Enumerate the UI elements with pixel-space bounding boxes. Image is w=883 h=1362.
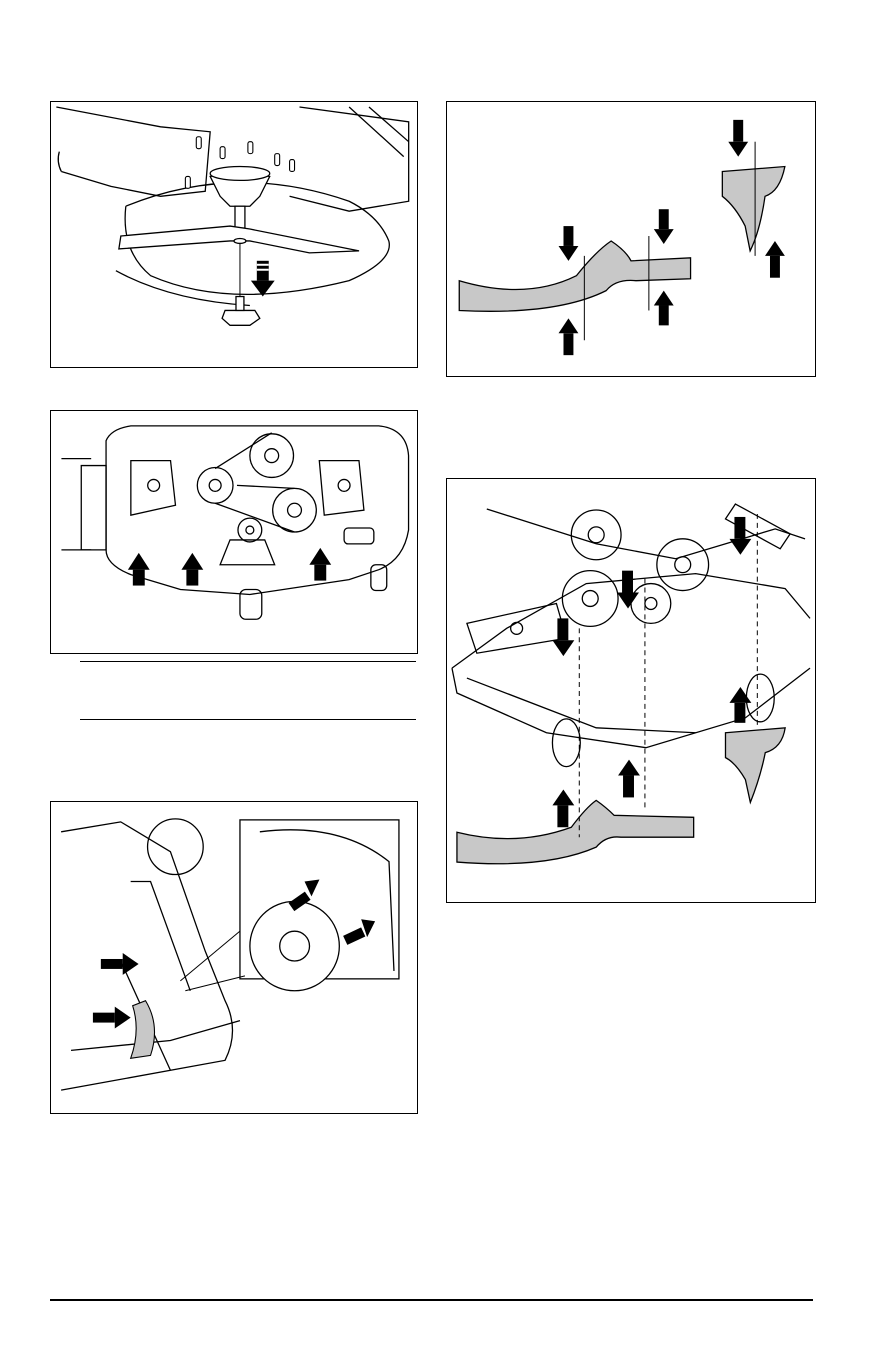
arrow-up-icon [729, 687, 751, 723]
figure-deck-baffle-installation [446, 478, 816, 903]
arrow-right-icon [101, 953, 139, 975]
arrow-up-icon [559, 318, 579, 355]
arrow-down-icon [552, 618, 574, 656]
arrow-down-icon [559, 226, 579, 261]
note-rule-bottom [80, 719, 416, 720]
arrow-up-icon [654, 291, 674, 326]
arrow-up-icon [181, 553, 203, 586]
baffle-exploded-illustration [447, 102, 815, 376]
figure-blade-removal [50, 101, 418, 368]
arrow-right-icon [93, 1007, 131, 1029]
arrow-up-icon [618, 760, 640, 798]
deck-install-illustration [447, 479, 815, 902]
note-rule-top [80, 661, 416, 662]
arrow-down-icon [251, 261, 275, 297]
arrow-down-icon [617, 571, 639, 609]
deck-top-illustration [51, 411, 417, 653]
arrow-up-icon [309, 548, 331, 581]
figure-deck-top-view [50, 410, 418, 654]
inner-baffle-illustration [51, 802, 417, 1113]
arrow-up-icon [128, 553, 150, 586]
arrow-up-icon [765, 241, 785, 278]
arrow-down-icon [728, 120, 748, 157]
arrow-down-icon [654, 209, 674, 244]
detail-inset [240, 820, 399, 991]
footer-rule [50, 1299, 813, 1301]
arrow-up-icon [552, 789, 574, 827]
blade-removal-illustration [51, 102, 417, 367]
figure-baffle-removal-exploded [446, 101, 816, 377]
figure-inner-baffle-bolts-detail [50, 801, 418, 1114]
